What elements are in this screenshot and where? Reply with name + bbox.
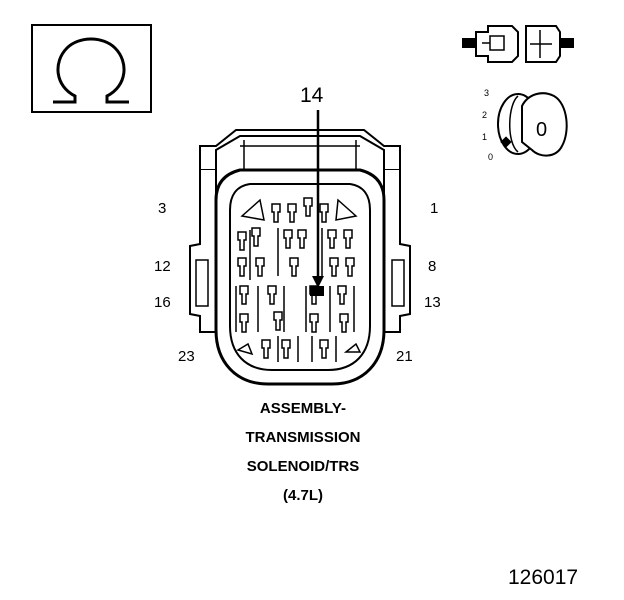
pin-label-1: 1 <box>430 200 439 217</box>
connector-face-diagram <box>189 110 411 386</box>
key-label: 0 <box>536 119 547 141</box>
unplugged-connector-icon <box>462 25 574 63</box>
key-position-1: 1 <box>482 132 487 142</box>
pin-label-3: 3 <box>158 200 167 217</box>
key-position-2: 2 <box>482 110 487 120</box>
caption-line-2: TRANSMISSION <box>245 429 361 446</box>
caption-line-1: ASSEMBLY- <box>259 400 347 417</box>
pin-label-23: 23 <box>178 348 195 365</box>
ignition-key-icon: 3 2 1 0 0 <box>482 88 568 162</box>
pin-label-8: 8 <box>428 258 437 275</box>
caption-line-3: SOLENOID/TRS <box>246 458 360 475</box>
key-position-0: 0 <box>488 152 493 162</box>
ohm-meter-icon <box>53 37 129 104</box>
pin-14-cavity <box>310 286 324 296</box>
key-position-3: 3 <box>484 88 489 98</box>
caption-line-4: (4.7L) <box>282 487 323 504</box>
ohm-meter-box <box>31 24 152 113</box>
pin-label-13: 13 <box>424 294 441 311</box>
pin-label-21: 21 <box>396 348 413 365</box>
pin-label-12: 12 <box>154 258 171 275</box>
callout-pin-label: 14 <box>300 84 324 107</box>
figure-number: 126017 <box>508 566 579 589</box>
pin-label-16: 16 <box>154 294 171 311</box>
